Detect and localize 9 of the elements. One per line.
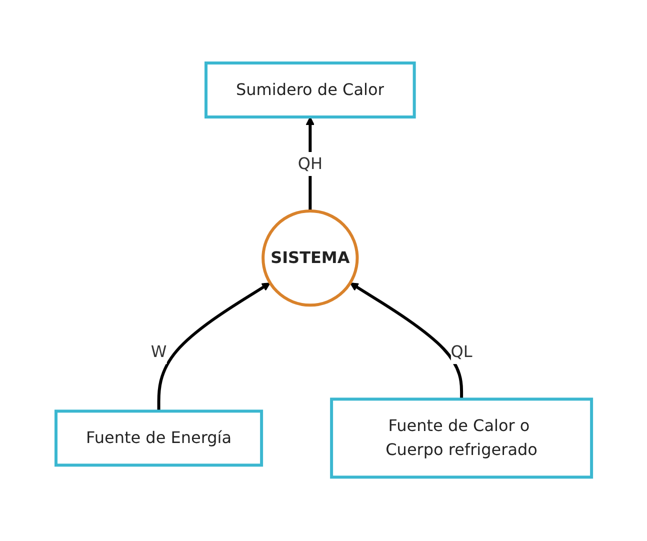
edge-label: W [150,342,166,362]
arrow [349,282,463,400]
edge-label: QH [298,154,322,174]
node-box: Fuente de Calor o Cuerpo refrigerado [330,398,593,480]
node-box: Fuente de Energía [54,410,263,468]
arrow [157,282,270,412]
node-box: Sumidero de Calor [204,62,416,119]
node-circle: SISTEMA [261,210,358,308]
edge-label: QL [450,342,472,362]
